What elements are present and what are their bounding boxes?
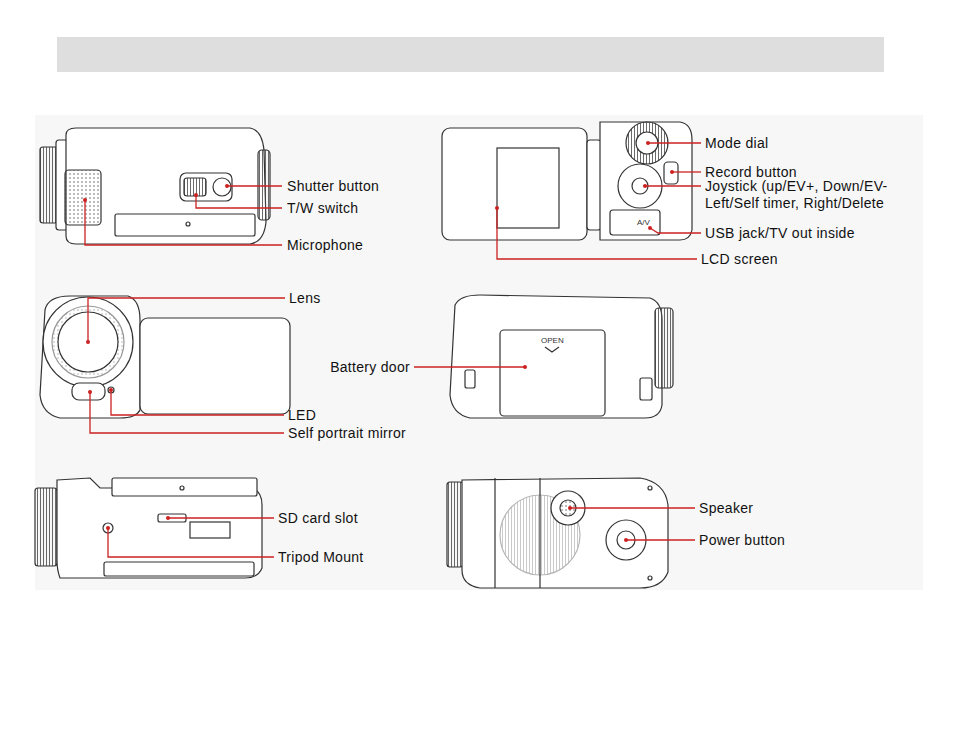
printed-marking: OPEN: [541, 336, 564, 345]
printed-marking: A/V: [637, 218, 650, 227]
part-label: Lens: [289, 290, 321, 307]
part-label: Self portrait mirror: [288, 425, 406, 442]
part-label: Microphone: [287, 237, 363, 254]
part-label: Power button: [699, 532, 785, 549]
header-bar: [57, 37, 884, 72]
part-label: Mode dial: [705, 135, 768, 152]
part-label: SD card slot: [278, 510, 358, 527]
part-label: LED: [288, 407, 316, 424]
part-label: Battery door: [330, 359, 410, 376]
part-label: LCD screen: [701, 251, 778, 268]
part-label: Speaker: [699, 500, 753, 517]
part-label: Joystick (up/EV+, Down/EV- Left/Self tim…: [705, 178, 945, 212]
part-label: Tripod Mount: [278, 549, 364, 566]
part-label: Shutter button: [287, 178, 379, 195]
part-label: USB jack/TV out inside: [705, 225, 855, 242]
leader-lines: [85, 143, 701, 557]
part-label: T/W switch: [287, 200, 358, 217]
